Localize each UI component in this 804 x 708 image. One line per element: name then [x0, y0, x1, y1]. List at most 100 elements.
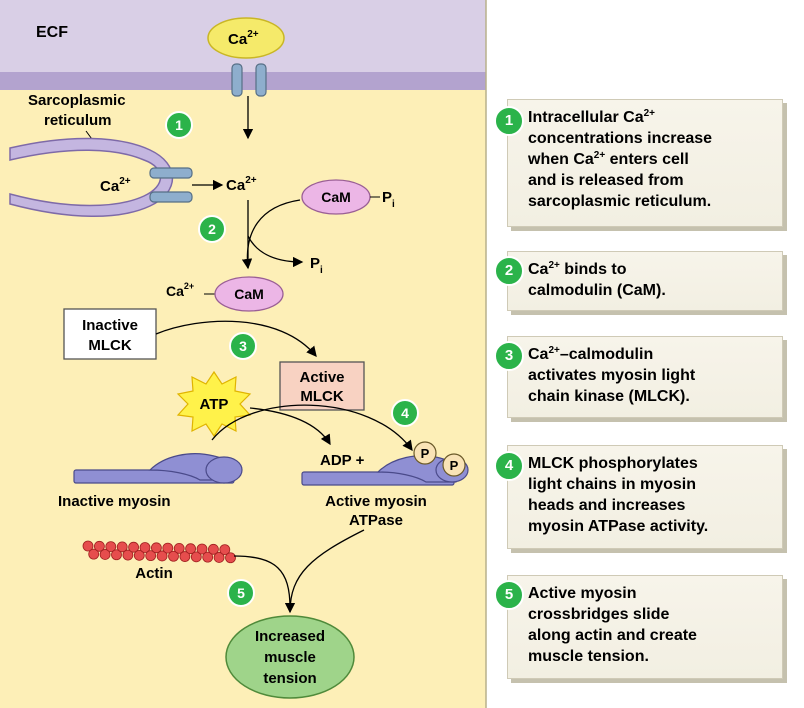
- sarcoplasmic-reticulum: [9, 137, 174, 217]
- step-text-line: crossbridges slide: [528, 606, 670, 623]
- step-5-panel: Active myosin crossbridges slide along act…: [507, 575, 783, 679]
- sr-channel-top: [149, 167, 193, 179]
- increased-muscle-tension: Increased muscle tension: [225, 615, 355, 699]
- step-3-badge: 3: [494, 341, 524, 371]
- step-1-panel: Intracellular Ca2+concentrations increas…: [507, 99, 783, 227]
- svg-text:P: P: [421, 446, 430, 461]
- svg-text:Pi: Pi: [382, 189, 395, 210]
- mlck-activation-arrow: [155, 320, 317, 358]
- cytosolic-calcium-label: Ca2+: [226, 175, 257, 194]
- actin-bead: [116, 541, 128, 553]
- svg-text:tension: tension: [263, 670, 316, 687]
- step-2-badge: 2: [494, 256, 524, 286]
- pathway-diagram: ECF Ca2+ Sarcoplasmic reticulum Ca2+ Ca2…: [0, 0, 487, 708]
- step-3-marker: 3: [229, 332, 257, 360]
- svg-text:CaM: CaM: [321, 189, 351, 205]
- svg-text:3: 3: [239, 338, 247, 354]
- myosin-to-tension-arrow: [284, 529, 365, 614]
- actin-bead: [111, 549, 122, 561]
- svg-text:Ca2+: Ca2+: [166, 281, 194, 299]
- atp-hydrolysis-arrow: [249, 407, 331, 446]
- step-text-line: activates myosin light: [528, 367, 696, 384]
- actin-bead: [179, 551, 191, 562]
- actin-bead: [82, 540, 94, 552]
- active-myosin-label-line1: Active myosin: [325, 493, 427, 510]
- svg-text:CaM: CaM: [234, 286, 264, 302]
- active-myosin-label-line2: ATPase: [349, 512, 403, 529]
- svg-text:ATP: ATP: [200, 396, 229, 413]
- svg-text:P: P: [450, 458, 459, 473]
- step-text-line: heads and increases: [528, 497, 686, 514]
- actin-bead: [168, 550, 179, 562]
- actin-bead: [202, 551, 214, 563]
- actin-bead: [88, 548, 100, 560]
- ecf-label: ECF: [36, 24, 68, 41]
- actin-bead: [207, 543, 219, 555]
- inactive-myosin: [73, 453, 243, 484]
- actin-bead: [128, 541, 140, 553]
- sr-label-line2: reticulum: [44, 112, 112, 129]
- step-5-text: Active myosin crossbridges slide along act…: [528, 583, 774, 667]
- actin-bead: [225, 552, 236, 564]
- step-text-line: when Ca2+ enters cell: [528, 150, 689, 169]
- actin-bead: [156, 550, 168, 562]
- step-2-marker: 2: [198, 215, 226, 243]
- step-1-text: Intracellular Ca2+concentrations increas…: [528, 107, 774, 212]
- actin-bead: [190, 551, 202, 563]
- step-1-marker: 1: [165, 111, 193, 139]
- actin-label: Actin: [135, 565, 173, 582]
- svg-text:5: 5: [237, 585, 245, 601]
- cell-membrane: [0, 72, 486, 90]
- membrane-calcium-channel: [231, 63, 267, 97]
- actin-bead: [196, 543, 208, 555]
- step-5-badge: 5: [494, 580, 524, 610]
- step-text-line: light chains in myosin: [528, 476, 697, 493]
- step-text-line: myosin ATPase activity.: [528, 518, 709, 535]
- actin-bead: [162, 542, 174, 554]
- step-4-marker: 4: [391, 399, 419, 427]
- calmodulin-pi: CaM Pi: [301, 179, 395, 215]
- actin-bead: [150, 542, 162, 554]
- step-1-badge: 1: [494, 106, 524, 136]
- svg-text:4: 4: [401, 405, 409, 421]
- svg-text:muscle: muscle: [264, 649, 316, 666]
- phosphate-group-1: P: [413, 441, 437, 465]
- atp-burst: ATP: [176, 370, 252, 438]
- svg-text:MLCK: MLCK: [88, 337, 131, 354]
- step-text-line: Active myosin: [528, 585, 637, 602]
- actin-bead: [173, 543, 185, 554]
- phosphate-group-2: P: [442, 453, 466, 477]
- step-text-line: concentrations increase: [528, 130, 713, 147]
- actin-bead: [99, 549, 111, 560]
- step-text-line: and is released from: [528, 172, 684, 189]
- svg-text:Ca2+: Ca2+: [228, 29, 259, 48]
- active-mlck-box: Active MLCK: [279, 361, 365, 411]
- svg-text:Inactive: Inactive: [82, 317, 138, 334]
- svg-text:Increased: Increased: [255, 628, 325, 645]
- actin-filament: [82, 540, 236, 564]
- sr-label-line1: Sarcoplasmic: [28, 92, 126, 109]
- svg-text:MLCK: MLCK: [300, 388, 343, 405]
- step-text-line: calmodulin (CaM).: [528, 282, 666, 299]
- step-4-badge: 4: [494, 451, 524, 481]
- step-text-line: Ca2+–calmodulin: [528, 345, 654, 364]
- actin-to-tension-arrow: [233, 555, 291, 609]
- inactive-mlck-box: Inactive MLCK: [63, 308, 157, 360]
- sr-channel-bottom: [149, 191, 193, 203]
- extracellular-calcium-ion: Ca2+: [207, 17, 285, 59]
- free-phosphate-label: Pi: [310, 255, 323, 276]
- actin-bead: [105, 541, 117, 552]
- svg-text:Active: Active: [299, 369, 344, 386]
- actin-bead: [133, 549, 145, 561]
- inactive-myosin-label: Inactive myosin: [58, 493, 171, 510]
- actin-bead: [219, 544, 231, 555]
- active-myosin: [301, 455, 469, 486]
- step-text-line: along actin and create: [528, 627, 697, 644]
- myosin-activation-arrow: [211, 404, 413, 452]
- actin-bead: [213, 552, 225, 563]
- actin-bead: [145, 550, 157, 562]
